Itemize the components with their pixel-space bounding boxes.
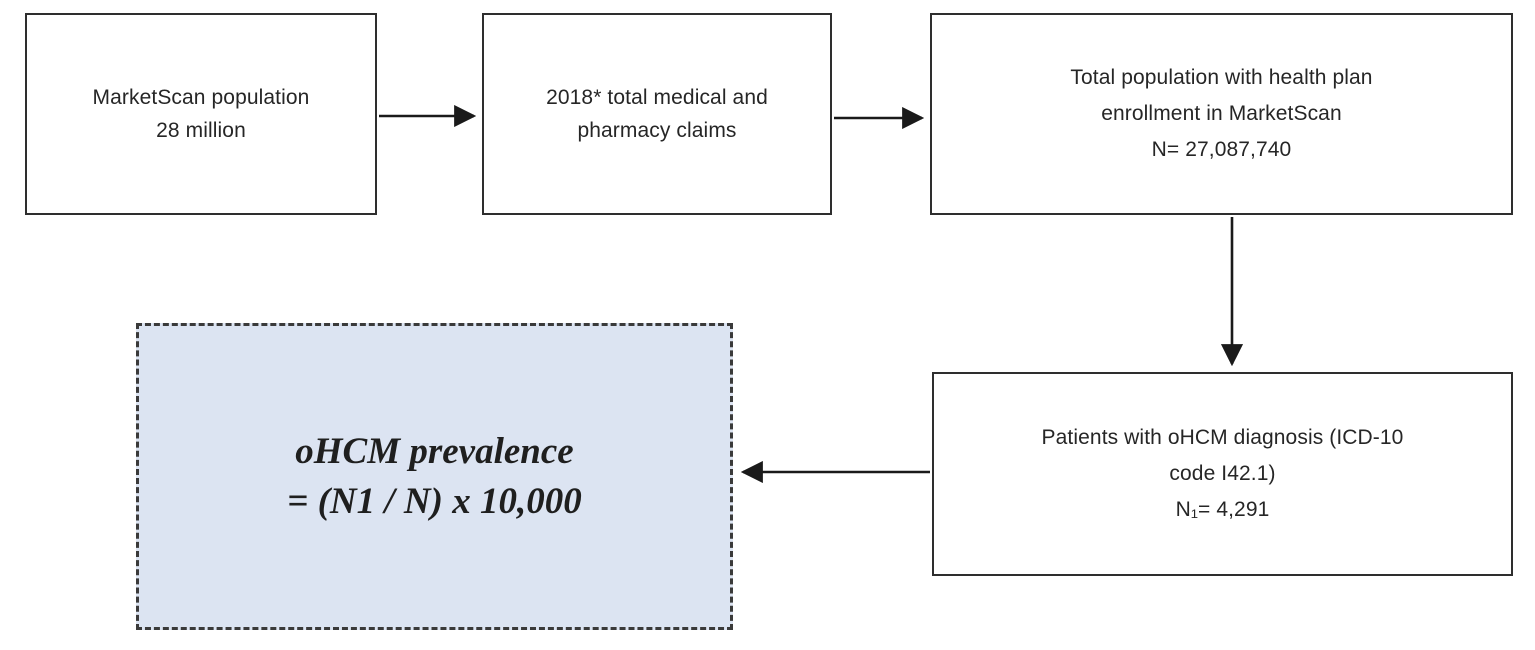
node-text-line: code I42.1)	[1169, 462, 1276, 485]
node-text-line: enrollment in MarketScan	[1101, 102, 1342, 125]
node-text-line: 28 million	[156, 119, 246, 142]
node-2018-claims: 2018* total medical and pharmacy claims	[482, 13, 832, 215]
node-patient-count: N₁= 4,291	[1175, 498, 1270, 521]
node-ohcm-patients: Patients with oHCM diagnosis (ICD-10 cod…	[932, 372, 1513, 576]
node-text-line: pharmacy claims	[577, 119, 737, 142]
node-text-line: Total population with health plan	[1070, 66, 1373, 89]
formula-expression: = (N1 / N) x 10,000	[287, 480, 582, 522]
node-prevalence-formula: oHCM prevalence = (N1 / N) x 10,000	[136, 323, 733, 630]
formula-title: oHCM prevalence	[295, 430, 574, 472]
node-text-line: 2018* total medical and	[546, 86, 768, 109]
node-text-line: Patients with oHCM diagnosis (ICD-10	[1041, 426, 1404, 449]
node-total-enrollment: Total population with health plan enroll…	[930, 13, 1513, 215]
node-text-line: MarketScan population	[92, 86, 310, 109]
node-population-count: N= 27,087,740	[1151, 138, 1292, 161]
node-marketscan-population: MarketScan population 28 million	[25, 13, 377, 215]
